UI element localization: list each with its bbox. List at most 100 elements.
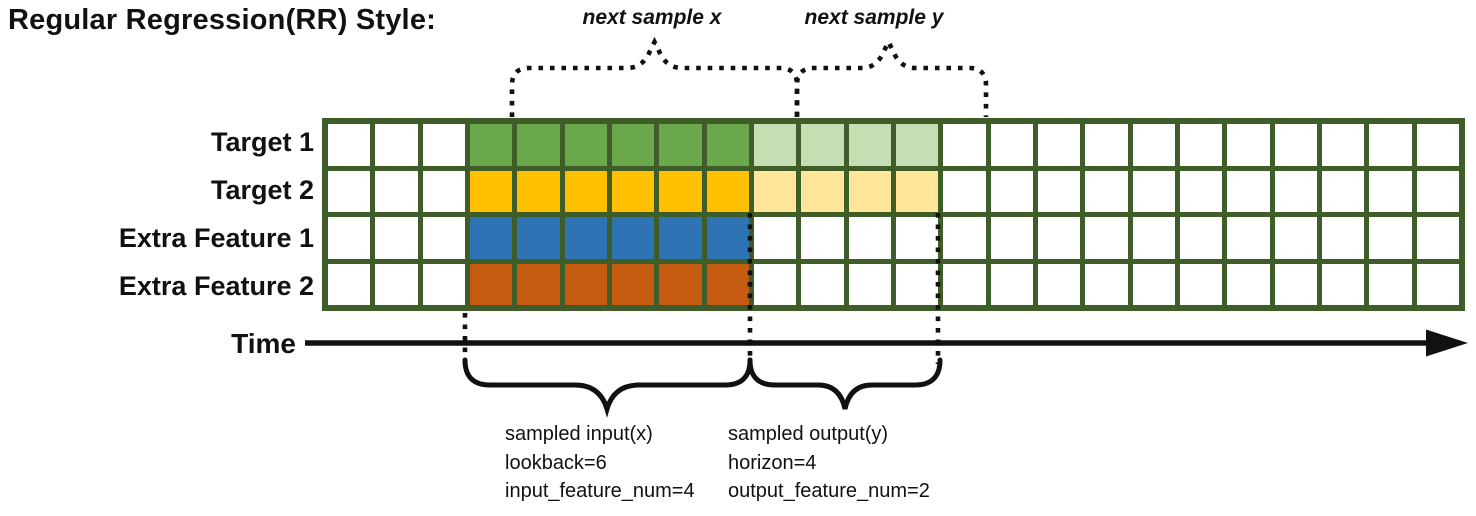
grid-cell — [1132, 217, 1175, 259]
grid-cell — [659, 263, 702, 305]
sampled-input-brace — [462, 357, 753, 418]
grid-cell — [1227, 170, 1270, 212]
grid-cell — [848, 170, 891, 212]
grid-cell — [895, 124, 939, 166]
grid-cell — [375, 263, 418, 305]
grid-cell — [1037, 170, 1081, 212]
sampled-output-brace — [747, 357, 943, 410]
grid-cell — [659, 124, 702, 166]
grid-cell — [564, 124, 607, 166]
sampled-input-title: sampled input(x) — [505, 423, 653, 445]
grid-cell — [753, 170, 797, 212]
grid-cell — [469, 124, 513, 166]
grid-cell — [422, 217, 465, 259]
grid-cell — [564, 170, 607, 212]
grid-cell — [611, 263, 655, 305]
grid-cell — [517, 263, 560, 305]
grid-cell — [1321, 217, 1365, 259]
grid-cell — [375, 217, 418, 259]
grid-cell — [990, 170, 1033, 212]
grid-cell — [1416, 124, 1459, 166]
grid-cell — [1179, 170, 1223, 212]
grid-cell — [801, 217, 844, 259]
grid-cell — [801, 124, 844, 166]
grid-cell — [1416, 170, 1459, 212]
grid-cell — [848, 217, 891, 259]
row-label-target-1: Target 1 — [210, 127, 314, 157]
grid-cell — [1085, 124, 1128, 166]
grid-cell — [1416, 263, 1459, 305]
row-label-target-2: Target 2 — [210, 175, 314, 205]
grid-cell — [706, 170, 749, 212]
grid-cell — [1227, 124, 1270, 166]
grid-cell — [706, 124, 749, 166]
input-feature-num-value: input_feature_num=4 — [505, 480, 695, 502]
next-sample-x-label: next sample x — [582, 6, 722, 29]
grid-cell — [517, 170, 560, 212]
grid-cell — [659, 170, 702, 212]
grid-cell — [943, 124, 986, 166]
grid-cell — [1132, 263, 1175, 305]
grid-cell — [1369, 124, 1412, 166]
grid-cell — [706, 263, 749, 305]
grid-cell — [1227, 217, 1270, 259]
grid-cell — [1132, 170, 1175, 212]
grid-cell — [895, 263, 939, 305]
sampled-input-note: sampled input(x) lookback=6 input_featur… — [505, 420, 695, 506]
horizon-value: horizon=4 — [728, 451, 817, 474]
grid-cell — [848, 124, 891, 166]
grid-cell — [1179, 217, 1223, 259]
grid-cell — [659, 217, 702, 259]
grid-cell — [1037, 263, 1081, 305]
grid-cell — [328, 170, 371, 212]
figure-title: Regular Regression(RR) Style: — [8, 4, 436, 36]
grid-cell — [1321, 124, 1365, 166]
grid-cell — [422, 124, 465, 166]
grid-cell — [1321, 170, 1365, 212]
grid-cell — [422, 263, 465, 305]
grid-cell — [1179, 124, 1223, 166]
grid-cell — [611, 170, 655, 212]
grid-cell — [943, 170, 986, 212]
grid-cell — [895, 217, 939, 259]
grid-cell — [517, 217, 560, 259]
grid-cell — [328, 124, 371, 166]
grid-cell — [1132, 124, 1175, 166]
grid-cell — [611, 217, 655, 259]
grid-cell — [1369, 263, 1412, 305]
sampled-output-title: sampled output(y) — [728, 423, 889, 445]
grid-cell — [990, 217, 1033, 259]
grid-cell — [422, 170, 465, 212]
grid-cell — [375, 124, 418, 166]
grid-cell — [517, 124, 560, 166]
time-arrow-head — [1426, 329, 1468, 357]
grid-cell — [895, 170, 939, 212]
next-sample-y-label: next sample y — [804, 6, 944, 29]
grid-cell — [1416, 217, 1459, 259]
grid-cell — [990, 263, 1033, 305]
grid-cell — [1085, 217, 1128, 259]
grid-cell — [1037, 124, 1081, 166]
grid-cell — [1085, 263, 1128, 305]
grid-cell — [469, 263, 513, 305]
row-label-extra-feature-2: Extra Feature 2 — [118, 271, 314, 301]
grid-cell — [564, 263, 607, 305]
grid-cell — [1227, 263, 1270, 305]
grid-cell — [611, 124, 655, 166]
grid-cell — [375, 170, 418, 212]
grid-cell — [328, 263, 371, 305]
grid-cell — [469, 170, 513, 212]
grid-cell — [1321, 263, 1365, 305]
grid-cell — [801, 170, 844, 212]
grid-cell — [564, 217, 607, 259]
grid-cell — [1274, 263, 1317, 305]
grid-cell — [328, 217, 371, 259]
grid-cell — [1179, 263, 1223, 305]
grid-cell — [943, 263, 986, 305]
output-feature-num-value: output_feature_num=2 — [728, 480, 930, 502]
grid-cell — [753, 124, 797, 166]
grid-cell — [1369, 217, 1412, 259]
lookback-value: lookback=6 — [505, 451, 607, 474]
grid-cell — [801, 263, 844, 305]
